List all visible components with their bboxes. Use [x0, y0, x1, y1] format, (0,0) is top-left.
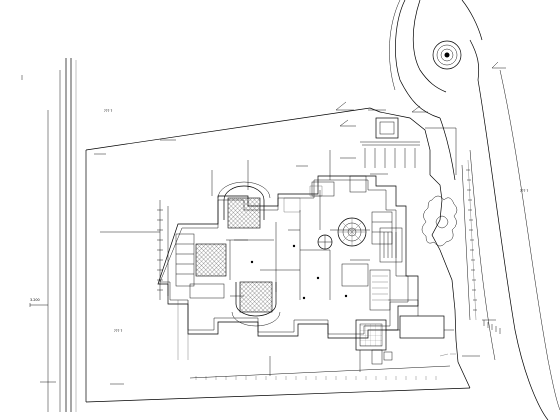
shrub-outline [421, 195, 458, 247]
area-label-left: ??? ? [114, 329, 122, 333]
right-ticks [466, 169, 501, 334]
left-road [21, 58, 77, 412]
bottom-block [355, 299, 454, 365]
dimension-lines [100, 150, 361, 376]
side-note-label: 3.200 [30, 298, 40, 302]
labels: ??? ? ??? ? ??? ? 3.200 [30, 109, 528, 333]
roundabout [389, 0, 483, 119]
leader-lines [40, 61, 506, 385]
area-label-right: ??? ? [520, 189, 528, 193]
entry-structures [360, 117, 420, 263]
area-label-upper: ??? ? [104, 109, 112, 113]
site-boundary [85, 107, 471, 403]
bottom-ticks [189, 353, 456, 380]
right-road [439, 69, 560, 420]
main-building [157, 175, 419, 339]
